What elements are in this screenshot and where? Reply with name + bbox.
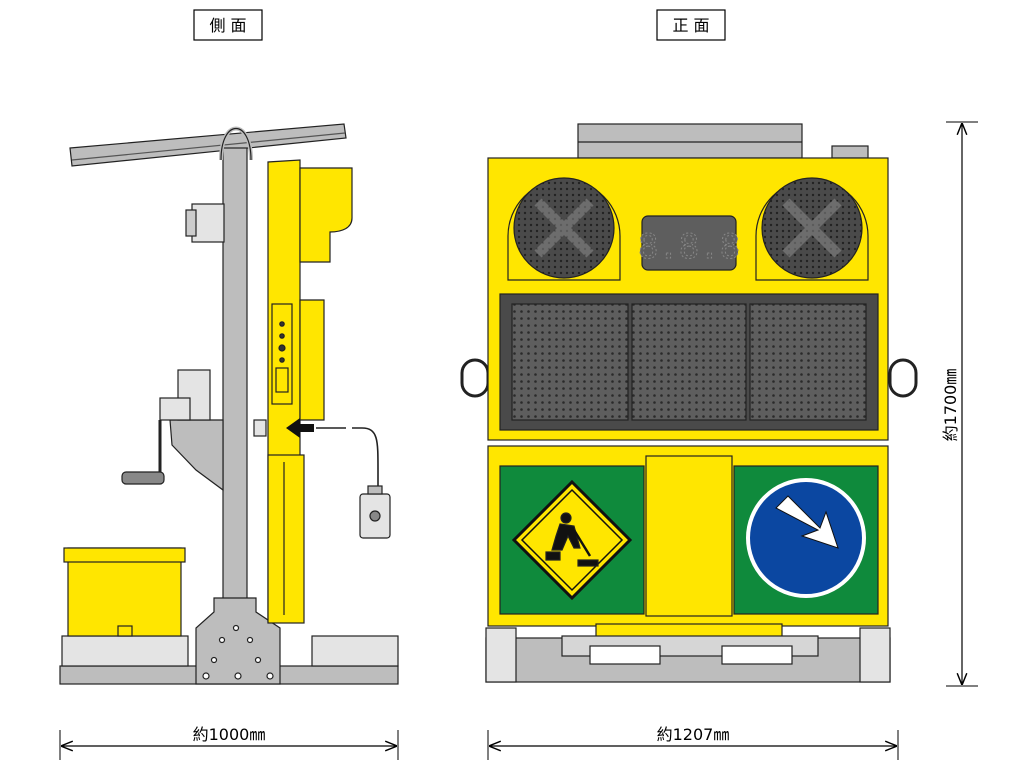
mast (222, 147, 248, 649)
segment-display: 8.8.8 (637, 215, 741, 271)
svg-text:8.8.8: 8.8.8 (638, 227, 740, 267)
solar-panel-side (69, 123, 347, 167)
front-width-label: 約1207㎜ (657, 725, 730, 744)
outrigger-left (61, 635, 189, 667)
remote-cable (316, 427, 379, 488)
keep-right-arrow-sign-icon (746, 478, 866, 598)
winch-bracket (169, 419, 224, 492)
side-width-label: 約1000㎜ (193, 725, 266, 744)
connector-arrow (286, 418, 314, 438)
solar-panel-front (577, 123, 803, 159)
cross-lamp-left (507, 177, 621, 281)
worker-digging-warning-sign-icon (511, 479, 633, 601)
side-view-title: 側 面 (209, 16, 246, 35)
battery-box (67, 547, 182, 637)
front-view-title: 正 面 (672, 16, 709, 35)
motor-housing (191, 203, 225, 243)
dimension-front-width: 約1207㎜ (487, 725, 899, 760)
front-view-title-box: 正 面 (656, 9, 726, 41)
outrigger-right (311, 635, 399, 667)
side-view (59, 123, 399, 685)
dimension-height: 約1700㎜ (941, 121, 978, 687)
winch-handle-grip (121, 471, 165, 485)
front-view: 8.8.8 (460, 123, 918, 683)
side-view-title-box: 側 面 (193, 9, 263, 41)
dimension-side-width: 約1000㎜ (59, 725, 399, 760)
cross-lamp-right (755, 177, 869, 281)
height-label: 約1700㎜ (941, 369, 960, 442)
